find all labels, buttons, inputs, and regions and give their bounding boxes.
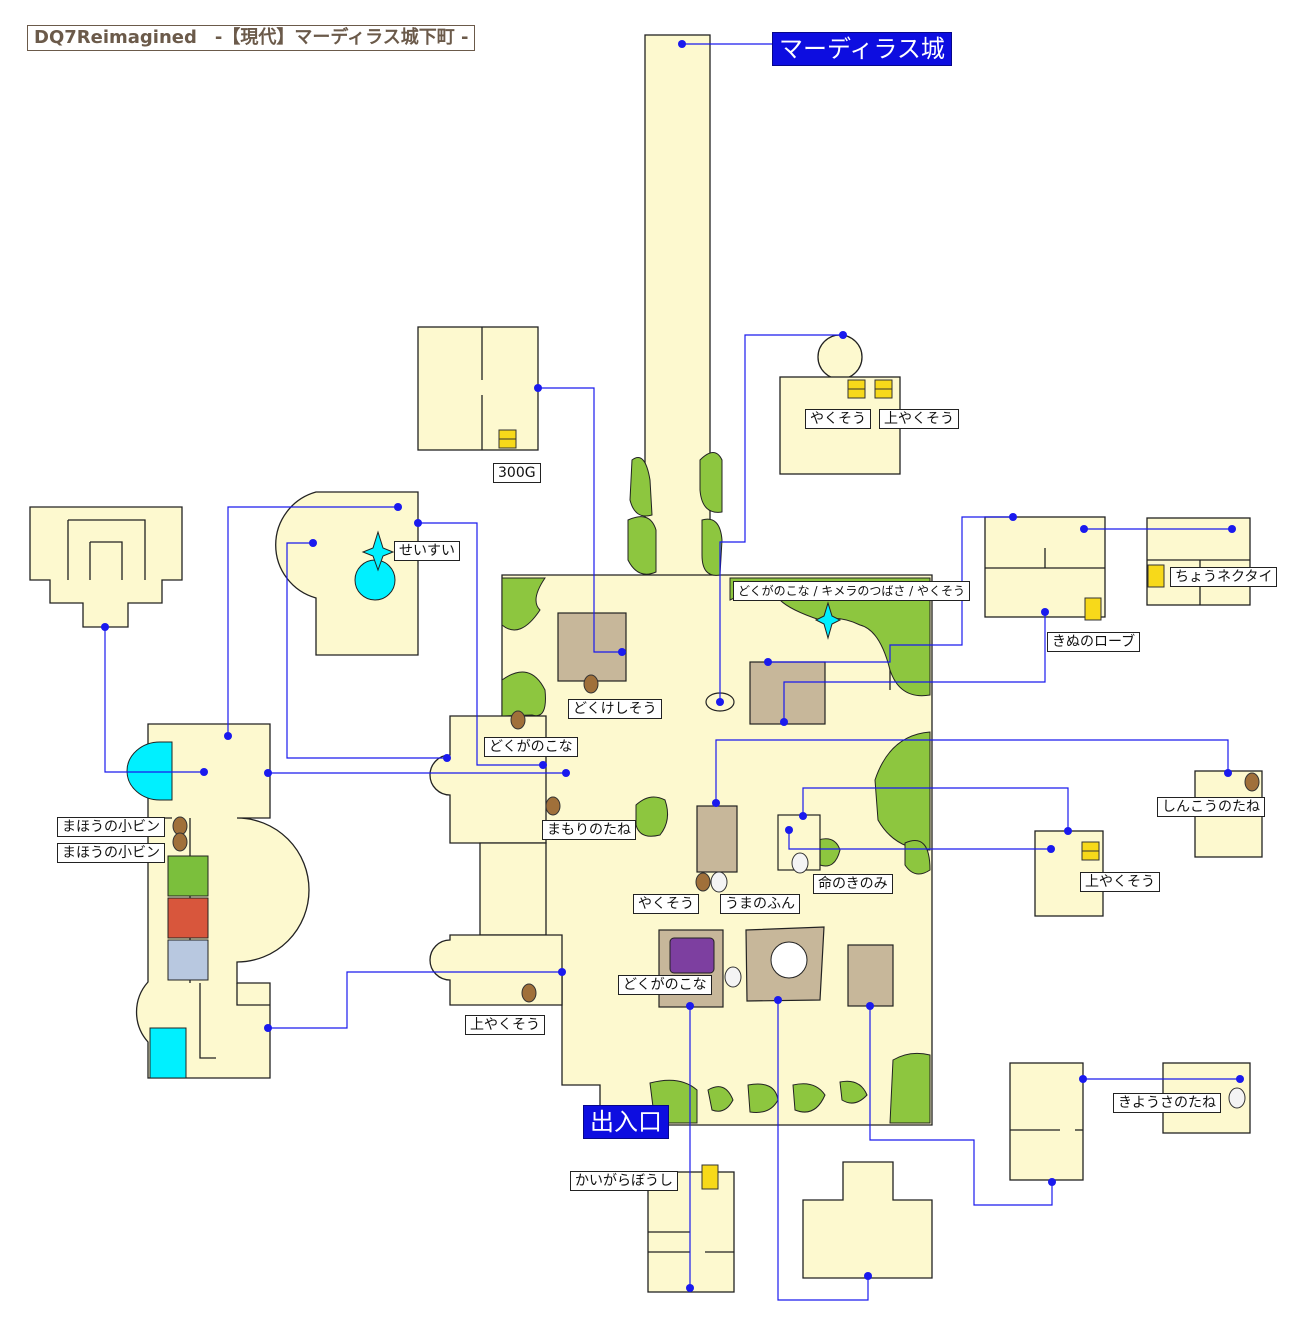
room-center-west-lower (479, 842, 547, 936)
item-label: ちょうネクタイ (1170, 567, 1278, 587)
item-label: 上やくそう (879, 409, 959, 429)
wardrobe-icon (701, 564, 1165, 1190)
room-west-main (135, 723, 310, 1079)
pot-icon (710, 852, 1246, 1109)
entrance-label[interactable]: 出入口 (583, 1105, 669, 1139)
room-south-2 (802, 1161, 933, 1279)
room-center-west (429, 715, 547, 844)
item-label: やくそう (633, 894, 699, 914)
room-300g (417, 326, 539, 451)
item-label: まほうの小ビン (57, 843, 165, 863)
item-label: かいがらぼうし (570, 1171, 678, 1191)
item-label: 命のきのみ (813, 874, 893, 894)
room-center-sw (429, 934, 563, 1006)
north-road (644, 34, 711, 581)
item-label: やくそう (805, 409, 871, 429)
item-label: どくけしそう (568, 699, 662, 719)
item-label: きようさのたね (1113, 1093, 1221, 1113)
item-label: うまのふん (720, 894, 800, 914)
item-label: せいすい (394, 541, 460, 561)
item-label: きぬのローブ (1047, 632, 1141, 652)
map-title: DQ7Reimagined -【現代】マーディラス城下町 - (27, 25, 476, 51)
item-label: どくがのこな / キメラのつばさ / やくそう (733, 581, 970, 601)
item-label: どくがのこな (618, 975, 712, 995)
item-label: 上やくそう (1080, 872, 1160, 892)
item-label: しんこうのたね (1157, 797, 1265, 817)
item-label: 上やくそう (465, 1015, 545, 1035)
item-label: まもりのたね (542, 820, 636, 840)
treasure-chest-icon (498, 379, 1100, 861)
castle-exit-label[interactable]: マーディラス城 (772, 32, 952, 66)
barrel-icon (172, 674, 1260, 1003)
item-label: どくがのこな (484, 737, 578, 757)
item-label: 300G (493, 463, 541, 483)
room-se-1 (1009, 1062, 1084, 1181)
shop-sign-icon (167, 855, 808, 981)
sparkle-icon (361, 530, 842, 640)
room-round-top (817, 334, 863, 380)
room-west-top (29, 506, 183, 628)
item-label: まほうの小ビン (57, 817, 165, 837)
room-holywater (275, 491, 419, 656)
